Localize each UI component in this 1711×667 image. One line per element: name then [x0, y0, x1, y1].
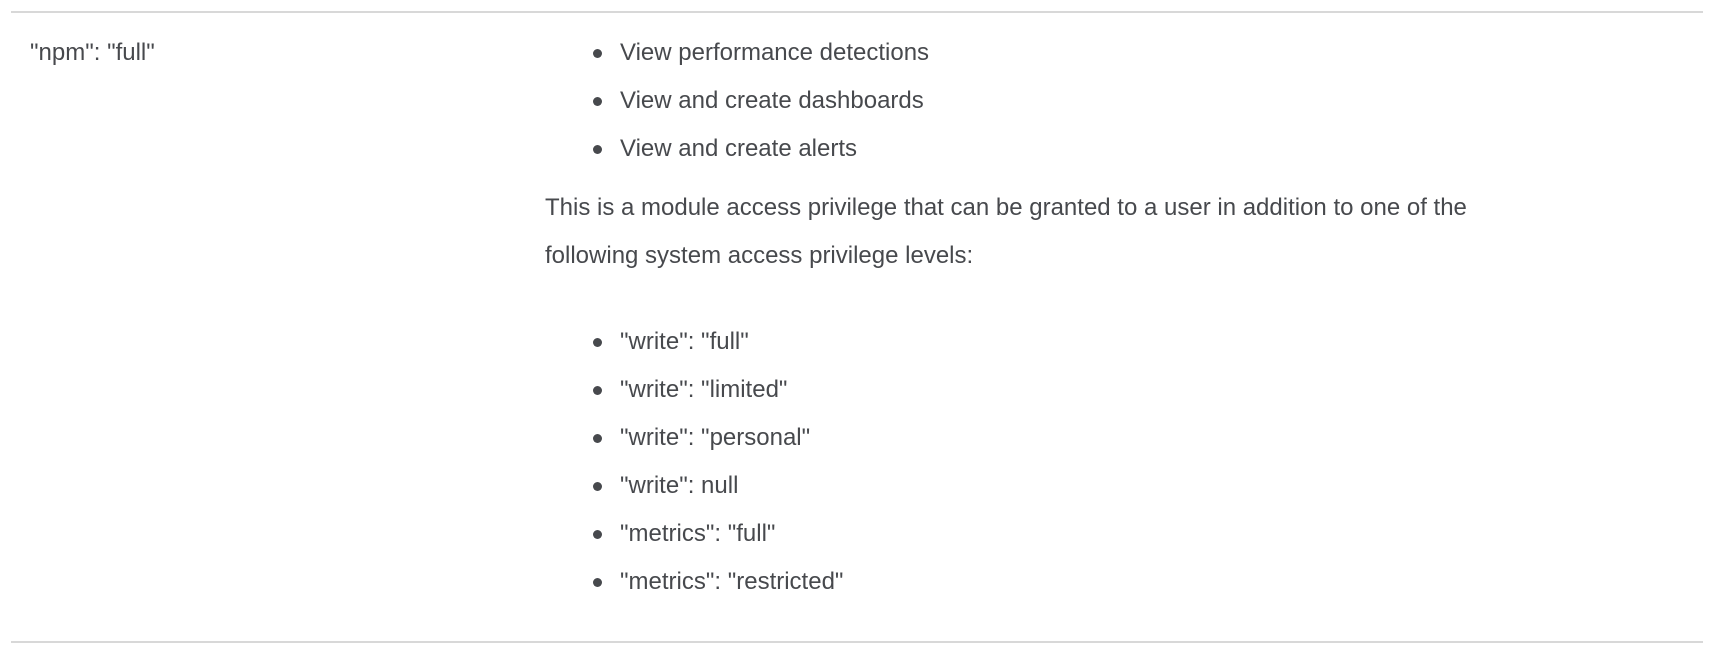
module-access-note: This is a module access privilege that c… [545, 194, 1467, 269]
system-access-levels-list: "write": "full""write": "limited""write"… [545, 318, 1687, 606]
docs-page: "npm": "full" View performance detection… [11, 11, 1703, 643]
privilege-value-cell: "npm": "full" [30, 29, 545, 77]
list-item: "write": "personal" [593, 414, 1687, 462]
list-item: View performance detections [593, 29, 1687, 77]
list-item: "write": null [593, 462, 1687, 510]
privilege-value: "npm": "full" [30, 39, 155, 66]
list-item: View and create dashboards [593, 77, 1687, 125]
privilege-table-row: "npm": "full" View performance detection… [11, 11, 1703, 643]
list-item: "metrics": "full" [593, 510, 1687, 558]
list-item: "write": "limited" [593, 366, 1687, 414]
list-item: View and create alerts [593, 125, 1687, 173]
list-item: "metrics": "restricted" [593, 558, 1687, 606]
list-item: "write": "full" [593, 318, 1687, 366]
